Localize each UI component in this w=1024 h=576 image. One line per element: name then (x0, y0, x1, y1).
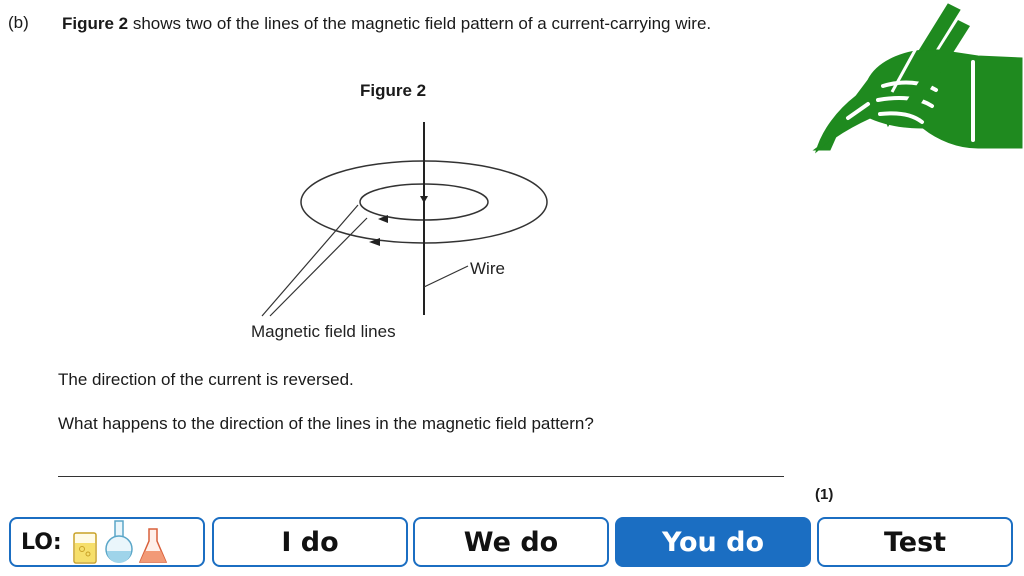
lo-icons (70, 519, 168, 565)
figure-reference: Figure 2 (62, 14, 129, 33)
question-body: shows two of the lines of the magnetic f… (128, 14, 712, 33)
wire-arrow (420, 196, 428, 203)
conical-flask-icon (138, 528, 167, 563)
inner-arrow (378, 215, 388, 223)
marks-label: (1) (815, 486, 834, 503)
test-button[interactable]: Test (817, 517, 1013, 567)
we-do-button[interactable]: We do (413, 517, 609, 567)
statement-text: The direction of the current is reversed… (58, 370, 354, 389)
magnetic-field-diagram: Wire Magnetic field lines (251, 122, 548, 341)
pencil-hand-icon (812, 3, 1023, 154)
question-part-label: (b) (8, 13, 29, 32)
lo-box: LO: (9, 517, 205, 567)
wire-label: Wire (470, 259, 505, 278)
lo-label: LO: (21, 529, 62, 555)
question-text: Figure 2 shows two of the lines of the m… (62, 13, 782, 35)
figure-title: Figure 2 (360, 81, 427, 100)
beaker-icon (72, 532, 97, 564)
you-do-button[interactable]: You do (615, 517, 811, 567)
round-flask-icon (104, 520, 133, 563)
i-do-button[interactable]: I do (212, 517, 408, 567)
outer-arrow (369, 238, 380, 246)
field-lines-label: Magnetic field lines (251, 322, 396, 341)
prompt-text: What happens to the direction of the lin… (58, 414, 594, 433)
field-leader-1 (261, 204, 359, 317)
wire-leader (423, 265, 469, 288)
field-leader-2 (269, 217, 368, 317)
answer-line[interactable] (58, 476, 784, 477)
